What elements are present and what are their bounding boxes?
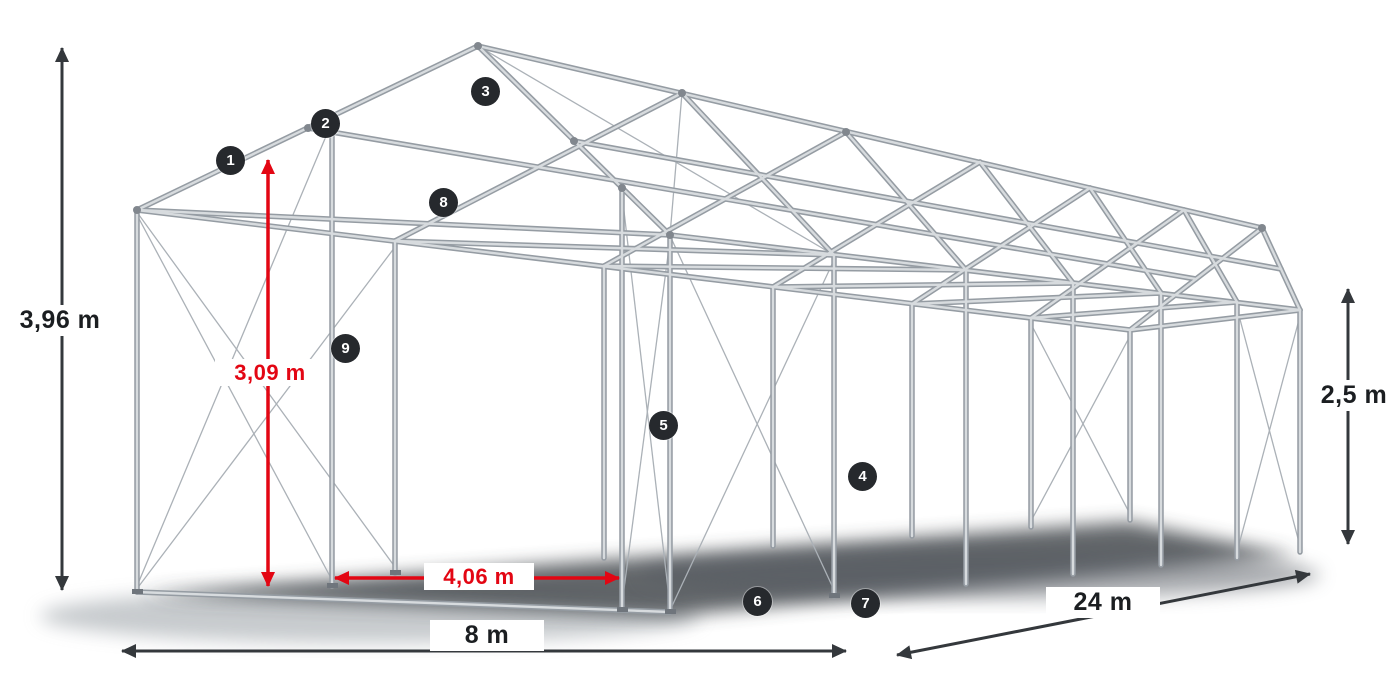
inner-height-label: 3,09 m: [215, 359, 325, 387]
part-badge-5: 5: [649, 411, 678, 440]
width-label: 8 m: [430, 620, 544, 651]
part-badge-2: 2: [311, 109, 340, 138]
part-badge-7: 7: [851, 589, 880, 618]
part-badge-1: 1: [216, 146, 245, 175]
total-height-label: 3,96 m: [6, 305, 114, 336]
part-badge-3: 3: [471, 77, 500, 106]
passage-width-label: 4,06 m: [424, 563, 534, 591]
part-badge-4: 4: [848, 462, 877, 491]
part-badge-8: 8: [429, 188, 458, 217]
part-badge-6: 6: [743, 587, 772, 616]
ground-shadow: [40, 522, 1320, 643]
side-height-label: 2,5 m: [1310, 380, 1398, 411]
part-badge-9: 9: [331, 334, 360, 363]
length-label: 24 m: [1046, 587, 1160, 618]
